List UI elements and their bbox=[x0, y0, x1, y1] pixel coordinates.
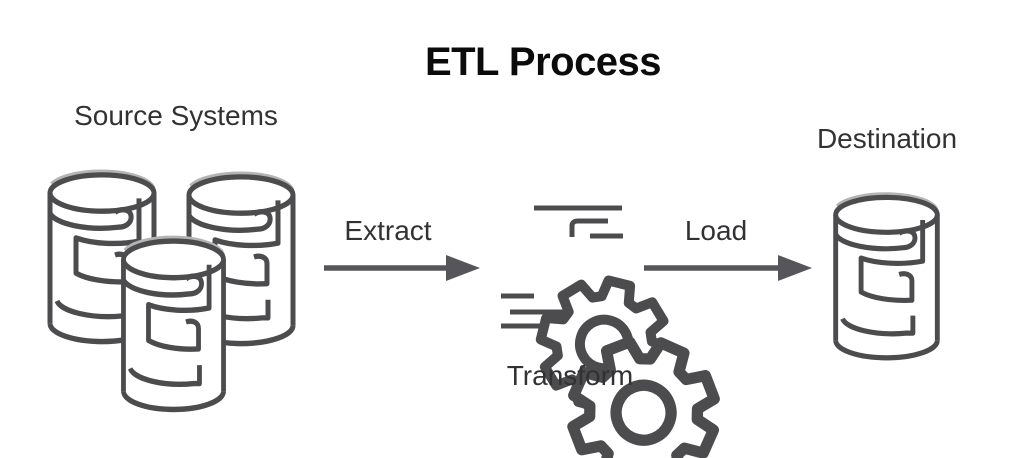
destination-label: Destination bbox=[816, 123, 958, 154]
source-systems-label: Source Systems bbox=[74, 100, 278, 131]
extract-edge-label: Extract bbox=[344, 215, 432, 246]
destination-database-icon bbox=[822, 184, 951, 365]
transform-label: Transform bbox=[506, 360, 634, 391]
load-edge-label: Load bbox=[684, 215, 748, 246]
page-title: ETL Process bbox=[424, 40, 662, 84]
transform-gears-icon bbox=[501, 205, 664, 343]
extract-arrow bbox=[324, 255, 480, 281]
database-icon bbox=[110, 227, 237, 417]
load-arrow bbox=[644, 255, 812, 281]
